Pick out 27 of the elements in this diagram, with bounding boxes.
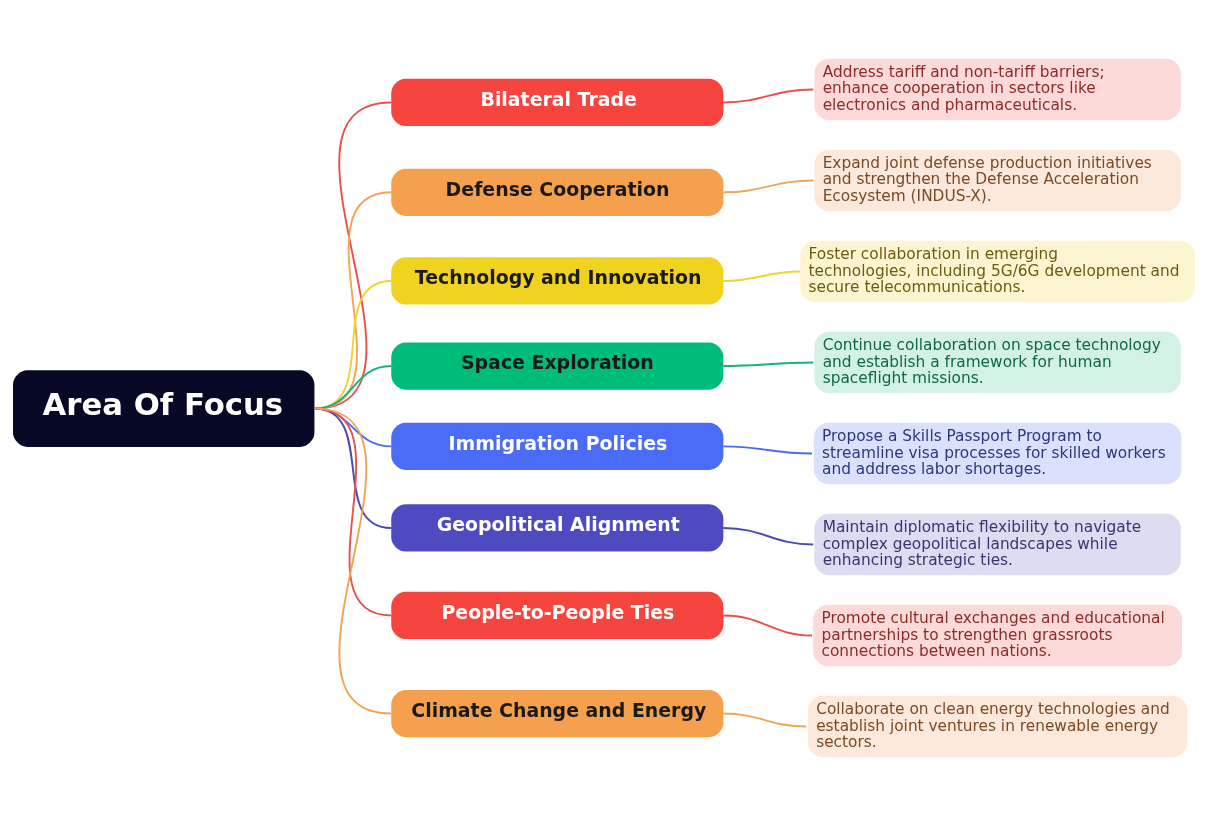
connector bbox=[722, 361, 815, 367]
connector bbox=[722, 526, 815, 545]
node-box: Continue collaboration on space technology and establish a framework for human spaceflight missions. bbox=[814, 331, 1181, 393]
node-box: Immigration Policies bbox=[391, 422, 724, 470]
node-box: Maintain diplomatic flexibility to navigate complex geopolitical landscapes while enhancing strategic ties. bbox=[814, 513, 1181, 575]
node-box: Expand joint defense production initiatives and strengthen the Defense Acceleration Ecosystem (INDUS-X). bbox=[814, 149, 1181, 211]
node-box: Area Of Focus bbox=[13, 369, 315, 447]
node-box: Propose a Skills Passport Program to streamline visa processes for skilled workers and address labor shortages. bbox=[813, 422, 1182, 484]
connector bbox=[722, 712, 808, 727]
node-box: Collaborate on clean energy technologies and establish joint ventures in renewable energy sectors. bbox=[807, 695, 1188, 757]
connector bbox=[313, 101, 393, 410]
node-box: Promote cultural exchanges and educational partnerships to strengthen grassroots connections between nations. bbox=[813, 604, 1182, 666]
node-box: Geopolitical Alignment bbox=[391, 503, 724, 552]
connector bbox=[722, 444, 813, 454]
connector bbox=[722, 88, 815, 103]
node-box: Foster collaboration in emerging technologies, including 5G/6G development and secure telecommunications. bbox=[800, 240, 1195, 302]
connector bbox=[722, 614, 813, 636]
connector bbox=[722, 179, 815, 193]
node-box: Climate Change and Energy bbox=[391, 689, 724, 737]
node-box: Bilateral Trade bbox=[391, 78, 724, 126]
connector bbox=[313, 190, 393, 410]
connector bbox=[722, 270, 802, 282]
node-box: People-to-People Ties bbox=[391, 591, 724, 639]
node-box: Technology and Innovation bbox=[391, 256, 724, 305]
node-box: Space Exploration bbox=[391, 341, 724, 390]
node-box: Address tariff and non-tariff barriers; enhance cooperation in sectors like electronics and pharmaceuticals. bbox=[814, 58, 1181, 120]
node-box: Defense Cooperation bbox=[391, 168, 724, 216]
